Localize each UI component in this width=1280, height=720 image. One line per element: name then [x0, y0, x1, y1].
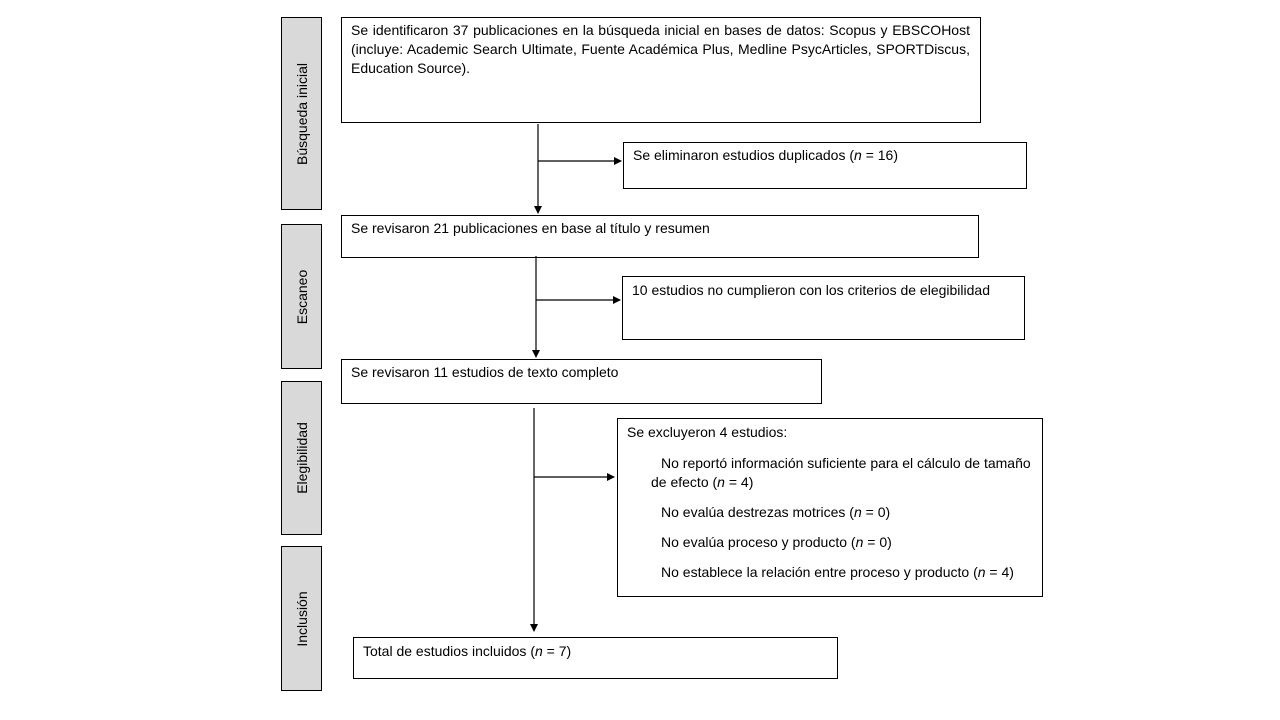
stage-label-escaneo: Escaneo [281, 224, 322, 369]
excluded-reason-3-text: No evalúa proceso y producto ( [661, 534, 856, 550]
excluded-reason-1: No reportó información suficiente para e… [651, 454, 1033, 492]
duplicates-n-value: = 16) [861, 147, 899, 163]
excluded-reason-2-n-label: n [853, 504, 862, 520]
excluded-box: Se excluyeron 4 estudios: No reportó inf… [617, 418, 1043, 597]
excluded-reason-4-text: No establece la relación entre proceso y… [661, 564, 978, 580]
not-eligible-text: 10 estudios no cumplieron con los criter… [632, 282, 990, 298]
duplicates-box: Se eliminaron estudios duplicados (n = 1… [623, 142, 1027, 189]
initial-search-text: Se identificaron 37 publicaciones en la … [351, 22, 970, 76]
excluded-reason-3-n-label: n [855, 534, 864, 550]
excluded-reason-3: No evalúa proceso y producto (n = 0) [661, 533, 1033, 552]
excluded-reason-2-n-value: = 0) [861, 504, 891, 520]
duplicates-text: Se eliminaron estudios duplicados ( [633, 147, 855, 163]
excluded-reason-4: No establece la relación entre proceso y… [661, 563, 1033, 582]
stage-label-inclusion: Inclusión [281, 546, 322, 691]
excluded-reason-2-text: No evalúa destrezas motrices ( [661, 504, 854, 520]
excluded-reason-1-text: No reportó información suficiente para e… [651, 455, 1031, 490]
excluded-reason-2: No evalúa destrezas motrices (n = 0) [661, 503, 1033, 522]
excluded-reason-3-n-value: = 0) [863, 534, 892, 550]
included-box: Total de estudios incluidos (n = 7) [353, 637, 838, 679]
excluded-reason-4-n-value: = 4) [985, 564, 1014, 580]
excluded-reason-4-n-label: n [977, 564, 986, 580]
excluded-reason-1-n-label: n [717, 474, 725, 490]
title-abstract-box: Se revisaron 21 publicaciones en base al… [341, 215, 979, 258]
excluded-heading: Se excluyeron 4 estudios: [627, 424, 788, 440]
full-text-text: Se revisaron 11 estudios de texto comple… [351, 364, 619, 380]
duplicates-n-label: n [854, 147, 862, 163]
included-text: Total de estudios incluidos ( [363, 643, 535, 659]
included-n-value: = 7) [542, 643, 572, 659]
not-eligible-box: 10 estudios no cumplieron con los criter… [622, 276, 1025, 340]
initial-search-box: Se identificaron 37 publicaciones en la … [341, 17, 981, 123]
title-abstract-text: Se revisaron 21 publicaciones en base al… [351, 220, 710, 236]
stage-label-busqueda: Búsqueda inicial [281, 17, 322, 210]
excluded-reason-1-n-value: = 4) [724, 474, 754, 490]
included-n-label: n [535, 643, 543, 659]
full-text-box: Se revisaron 11 estudios de texto comple… [341, 359, 822, 404]
stage-label-elegibilidad: Elegibilidad [281, 381, 322, 535]
